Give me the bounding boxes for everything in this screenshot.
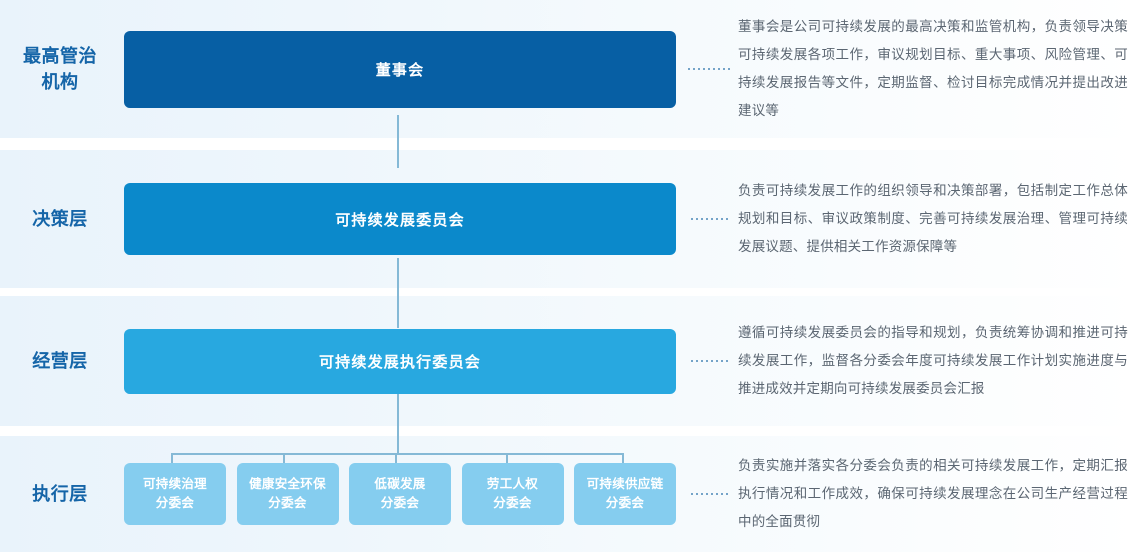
description-top-governance: 董事会是公司可持续发展的最高决策和监管机构，负责领导决策可持续发展各项工作，审议… bbox=[738, 19, 1128, 118]
subcommittee-label-line1: 可持续供应链 bbox=[586, 476, 664, 491]
subcommittee-label-line2: 分委会 bbox=[493, 496, 532, 510]
dotted-leader-icon bbox=[690, 360, 728, 362]
leader-dots-management bbox=[680, 360, 738, 362]
node-box-board[interactable]: 董事会 bbox=[124, 30, 676, 108]
level-row-decision: 决策层 可持续发展委员会 负责可持续发展工作的组织领导和决策部署，包括制定工作总… bbox=[0, 150, 1138, 288]
subcommittee-box-labor-human-rights[interactable]: 劳工人权 分委会 bbox=[461, 463, 564, 525]
node-column-management: 可持续发展执行委员会 bbox=[120, 328, 680, 394]
level-label-execution: 执行层 bbox=[32, 483, 88, 504]
subcommittee-label-line1: 可持续治理 bbox=[142, 476, 207, 491]
level-label-management: 经营层 bbox=[32, 350, 88, 371]
subcommittee-label-line1: 低碳发展 bbox=[374, 476, 426, 491]
node-column-top-governance: 董事会 bbox=[120, 30, 680, 108]
subcommittee-label-line1: 劳工人权 bbox=[486, 476, 539, 491]
level-label-top-governance: 最高管治 机构 bbox=[0, 43, 120, 95]
subcommittee-label-line2: 分委会 bbox=[268, 496, 307, 510]
subcommittee-label-line2: 分委会 bbox=[380, 496, 420, 510]
level-label-decision: 决策层 bbox=[32, 208, 88, 229]
node-column-decision: 可持续发展委员会 bbox=[120, 183, 680, 255]
subcommittee-box-sustainable-governance[interactable]: 可持续治理 分委会 bbox=[124, 463, 226, 525]
node-box-sustainability-exec-committee[interactable]: 可持续发展执行委员会 bbox=[124, 328, 676, 394]
dotted-leader-icon bbox=[690, 493, 728, 495]
subcommittee-label-line2: 分委会 bbox=[155, 496, 195, 510]
level-label-top-governance-line1: 最高管治 bbox=[23, 45, 97, 66]
subcommittee-box-sustainable-supply-chain[interactable]: 可持续供应链 分委会 bbox=[574, 463, 676, 525]
level-row-execution: 执行层 可持续治理 分委会 健康安全环保 分委会 低碳发展 分委会 劳工人权 分… bbox=[0, 436, 1138, 552]
leader-dots-top-governance bbox=[680, 68, 738, 70]
leader-dots-decision bbox=[680, 218, 738, 220]
level-label-top-governance-line2: 机构 bbox=[41, 72, 79, 92]
node-box-sustainability-committee[interactable]: 可持续发展委员会 bbox=[124, 183, 676, 255]
leader-dots-execution bbox=[680, 493, 738, 495]
subcommittee-label-line2: 分委会 bbox=[605, 496, 645, 510]
description-execution: 负责实施并落实各分委会负责的相关可持续发展工作，定期汇报执行情况和工作成效，确保… bbox=[738, 458, 1128, 529]
description-management: 遵循可持续发展委员会的指导和规划，负责统筹协调和推进可持续发展工作，监督各分委会… bbox=[738, 325, 1128, 396]
subcommittee-row: 可持续治理 分委会 健康安全环保 分委会 低碳发展 分委会 劳工人权 分委会 可… bbox=[120, 463, 680, 525]
description-decision: 负责可持续发展工作的组织领导和决策部署，包括制定工作总体规划和目标、审议政策制度… bbox=[738, 183, 1128, 254]
subcommittee-label-line1: 健康安全环保 bbox=[249, 476, 326, 491]
dotted-leader-icon bbox=[688, 68, 730, 70]
level-row-top-governance: 最高管治 机构 董事会 董事会是公司可持续发展的最高决策和监管机构，负责领导决策… bbox=[0, 0, 1138, 138]
level-row-management: 经营层 可持续发展执行委员会 遵循可持续发展委员会的指导和规划，负责统筹协调和推… bbox=[0, 296, 1138, 426]
subcommittee-box-low-carbon-development[interactable]: 低碳发展 分委会 bbox=[349, 463, 451, 525]
dotted-leader-icon bbox=[690, 218, 728, 220]
subcommittee-box-health-safety-environment[interactable]: 健康安全环保 分委会 bbox=[236, 463, 339, 525]
